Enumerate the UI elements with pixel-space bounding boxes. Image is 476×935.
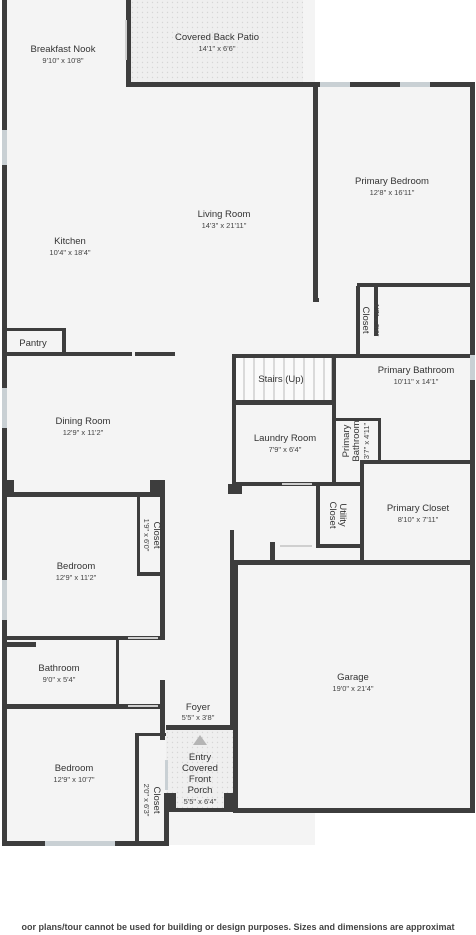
- room-name: Primary Bedroom: [355, 176, 429, 187]
- room-stairs: Stairs (Up): [258, 374, 303, 385]
- room-dim: 19'0" x 21'4": [332, 684, 373, 693]
- room-primary-bathroom: Primary Bathroom 10'11" x 14'1": [378, 365, 455, 386]
- room-dim: 14'1" x 6'6": [199, 44, 236, 53]
- room-bedroom-2: Bedroom 12'9" x 10'7": [53, 763, 94, 784]
- room-name: Living Room: [198, 209, 251, 220]
- room-dim: 1'9" x 6'0": [142, 519, 151, 552]
- room-name: Bedroom: [55, 763, 94, 774]
- entry-arrow-icon: [193, 735, 207, 745]
- room-name-line1: Primary: [341, 424, 352, 457]
- room-bathroom: Bathroom 9'0" x 5'4": [38, 663, 79, 684]
- room-name: Primary Closet: [387, 503, 450, 514]
- room-dim: 12'9" x 11'2": [63, 428, 104, 437]
- room-name-line2: Covered: [182, 763, 218, 774]
- room-breakfast-nook: Breakfast Nook 9'10" x 10'8": [31, 44, 96, 65]
- room-closet-bedroom-2: Closet 2'0" x 6'3": [142, 784, 162, 817]
- room-dim: 8'10" x 7'11": [398, 515, 439, 524]
- room-laundry-room: Laundry Room 7'9" x 6'4": [254, 433, 316, 454]
- room-closet-primary: Closet 1'7" x 5'6": [360, 304, 381, 337]
- room-name: Primary Bathroom: [378, 365, 455, 376]
- room-dining-room: Dining Room 12'9" x 11'2": [56, 416, 111, 437]
- door-openings: [125, 20, 312, 707]
- room-name: Breakfast Nook: [31, 44, 96, 55]
- room-name: Closet: [360, 307, 371, 334]
- room-name-line3: Front: [189, 774, 212, 785]
- room-dim: 9'10" x 10'8": [42, 56, 83, 65]
- room-primary-closet: Primary Closet 8'10" x 7'11": [387, 503, 450, 524]
- room-name: Bathroom: [38, 663, 79, 674]
- room-entry-porch: Entry Covered Front Porch 5'5" x 6'4": [182, 752, 218, 806]
- room-dim: 10'11" x 14'1": [394, 377, 439, 386]
- room-name: Garage: [337, 672, 369, 683]
- room-dim: 5'5" x 3'8": [182, 713, 215, 722]
- room-primary-bedroom: Primary Bedroom 12'8" x 16'11": [355, 176, 429, 197]
- room-name: Foyer: [186, 702, 210, 713]
- room-name: Pantry: [19, 338, 47, 349]
- room-name: Closet: [151, 522, 162, 549]
- room-name: Laundry Room: [254, 433, 316, 444]
- room-name: Closet: [151, 787, 162, 814]
- room-dim: 3'7" x 4'11": [362, 422, 371, 459]
- stairs-graphic: [233, 356, 333, 402]
- room-dim: 12'9" x 10'7": [53, 775, 94, 784]
- room-closet-bedroom-1: Closet 1'9" x 6'0": [142, 519, 162, 552]
- room-kitchen: Kitchen 10'4" x 18'4": [49, 236, 90, 257]
- room-name: Kitchen: [54, 236, 86, 247]
- room-dim: 7'9" x 6'4": [269, 445, 302, 454]
- room-dim: 9'0" x 5'4": [43, 675, 76, 684]
- room-dim: 5'5" x 6'4": [184, 797, 217, 806]
- room-garage: Garage 19'0" x 21'4": [332, 672, 373, 693]
- room-dim: 2'0" x 6'3": [142, 784, 151, 817]
- room-dim: 14'3" x 21'11": [202, 221, 247, 230]
- room-primary-bathroom-small: Primary Bathroom 3'7" x 4'11": [341, 420, 371, 461]
- room-name: Bedroom: [57, 561, 96, 572]
- room-name-line2: Closet: [327, 502, 338, 529]
- room-name: Stairs (Up): [258, 374, 303, 385]
- disclaimer-text: oor plans/tour cannot be used for buildi…: [21, 922, 455, 932]
- room-name-line2: Bathroom: [351, 420, 362, 461]
- room-name-line1: Utility: [337, 503, 348, 526]
- room-dim: 10'4" x 18'4": [49, 248, 90, 257]
- room-living-room: Living Room 14'3" x 21'11": [198, 209, 251, 230]
- room-name-line4: Porch: [188, 785, 213, 796]
- room-covered-back-patio: Covered Back Patio 14'1" x 6'6": [175, 32, 259, 53]
- room-foyer: Foyer 5'5" x 3'8": [182, 702, 215, 722]
- room-pantry: Pantry: [19, 338, 47, 349]
- room-dim: 12'9" x 11'2": [56, 573, 97, 582]
- room-dim: 12'8" x 16'11": [370, 188, 415, 197]
- room-name: Covered Back Patio: [175, 32, 259, 43]
- room-bedroom-1: Bedroom 12'9" x 11'2": [56, 561, 97, 582]
- room-name: Dining Room: [56, 416, 111, 427]
- room-name-line1: Entry: [189, 752, 211, 763]
- room-utility-closet: Utility Closet: [327, 502, 348, 529]
- room-dim: 1'7" x 5'6": [372, 304, 381, 337]
- patio-floor: [130, 0, 303, 82]
- windows: [2, 82, 475, 846]
